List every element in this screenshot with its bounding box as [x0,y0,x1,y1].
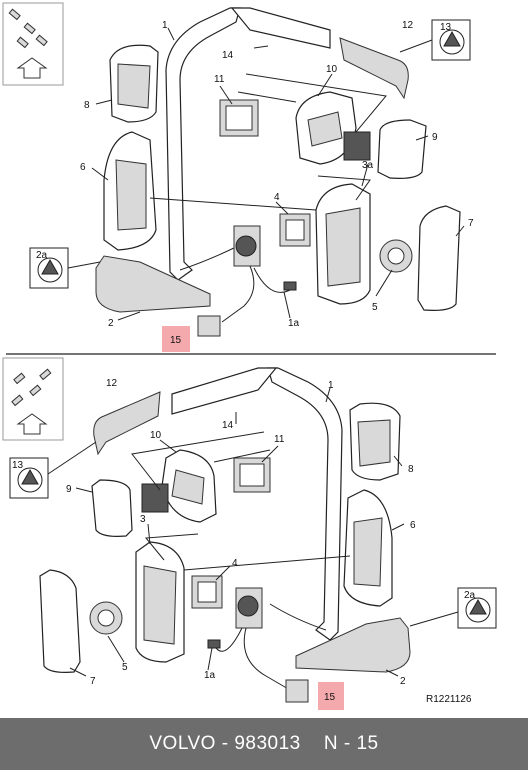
callout-badge-13-bottom [9,441,97,499]
label-15-bottom: 15 [324,692,336,703]
label-14: 14 [222,50,234,61]
parts-diagram: 1 12 13 14 8 11 10 9 3a 6 4 7 2a 5 2 1a … [2,2,497,710]
callout-badge-2a-bottom [409,587,497,629]
reference-code: R1221126 [426,694,472,705]
label-12-bottom: 12 [106,378,118,389]
diagram-top-view: 1 12 13 14 8 11 10 9 3a 6 4 7 2a 5 2 1a … [2,2,474,352]
label-1: 1 [162,20,168,31]
label-7: 7 [468,218,474,229]
label-1a: 1a [288,318,300,329]
label-15-top: 15 [170,335,182,346]
footer-separator: - [215,733,235,754]
label-10: 10 [326,64,338,75]
footer-part-number: 983013 [234,733,301,754]
label-10-bottom: 10 [150,430,162,441]
label-1-bottom: 1 [328,380,334,391]
footer-gap [301,733,324,755]
highlight-box-15-top [162,326,190,352]
label-12: 12 [402,20,414,31]
label-13: 13 [440,22,452,33]
callout-badge-2a [29,247,101,289]
footer-brand: VOLVO [149,733,216,754]
label-9-bottom: 9 [66,484,72,495]
label-14-bottom: 14 [222,420,234,431]
label-8-bottom: 8 [408,464,414,475]
footer-bar: VOLVO - 983013 N - 15 [0,718,528,770]
orientation-icon [2,2,64,86]
label-7-bottom: 7 [90,676,96,687]
label-5-bottom: 5 [122,662,128,673]
label-13-bottom: 13 [12,460,24,471]
label-6: 6 [80,162,86,173]
label-5: 5 [372,302,378,313]
label-3a: 3a [362,160,374,171]
label-4: 4 [274,192,280,203]
orientation-icon-bottom [2,357,64,441]
label-4-bottom: 4 [232,558,238,569]
highlight-box-15-bottom [318,682,344,710]
label-2a-bottom: 2a [464,590,476,601]
label-3-bottom: 3 [140,514,146,525]
label-11-bottom: 11 [274,434,285,445]
label-11: 11 [214,74,225,85]
label-2-bottom: 2 [400,676,406,687]
label-9: 9 [432,132,438,143]
label-2: 2 [108,318,114,329]
footer-position: N - 15 [323,733,379,754]
label-8: 8 [84,100,90,111]
label-1a-bottom: 1a [204,670,216,681]
diagram-bottom-view: 12 1 13 14 11 10 8 9 3 4 6 2a 5 1a 7 2 1… [2,357,497,710]
callout-badge-13 [399,19,471,61]
label-6-bottom: 6 [410,520,416,531]
label-2a: 2a [36,250,48,261]
